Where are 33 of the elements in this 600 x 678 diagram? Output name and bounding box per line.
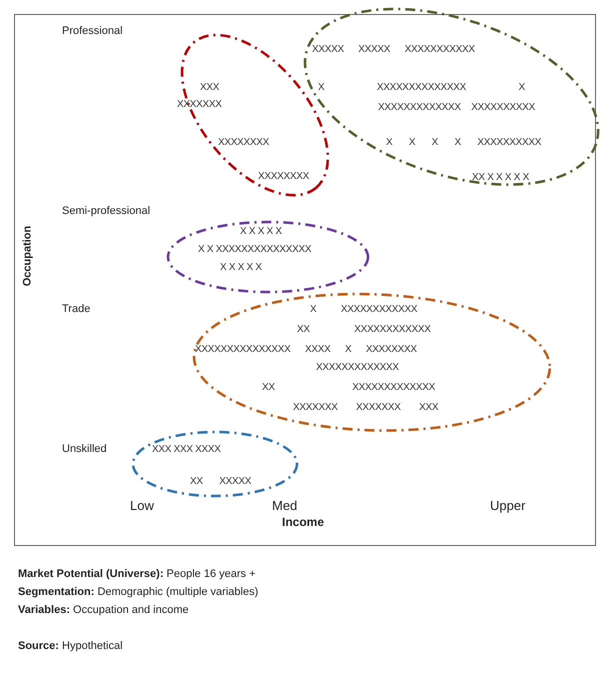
note-text: Variables: Occupation and income — [18, 604, 189, 616]
note-text: Market Potential (Universe): People 16 years + — [18, 568, 256, 580]
data-marks: XXX XXX XXXX — [152, 444, 221, 456]
data-marks: XXX — [200, 82, 220, 94]
data-marks: X XXXXXXXXXXXXXX X — [318, 82, 525, 94]
data-marks: XXXXXXXX — [218, 136, 269, 149]
data-marks: XX XXXXXXXXXXXXX — [262, 382, 436, 394]
axis-category: Upper — [490, 498, 526, 513]
axis-title: Occupation — [21, 226, 34, 286]
axis-category: Unskilled — [62, 443, 107, 455]
data-marks: X X X X X — [220, 262, 262, 274]
data-marks: XX X X X X X — [472, 172, 529, 184]
data-marks: XXXXXXXXXXXXXXX XXXX X XXXXXXXX — [194, 344, 417, 356]
data-marks: XXXXXXXXXXXXX XXXXXXXXXX — [378, 102, 535, 114]
data-marks: XX XXXXXXXXXXXX — [296, 324, 431, 336]
data-marks: XXXXXXXX — [258, 170, 309, 183]
axis-category: Med — [272, 498, 298, 513]
axis-category: Semi-professional — [62, 205, 150, 217]
data-marks: XXXXXXX — [177, 98, 222, 111]
data-marks: XXXXXXX XXXXXXX XXX — [292, 402, 438, 414]
data-marks: XXXXXXXXXXXXX — [316, 362, 399, 374]
note-text: Segmentation: Demographic (multiple variables) — [18, 586, 258, 598]
data-marks: X X XXXXXXXXXXXXXXX — [198, 244, 312, 256]
axis-category: Trade — [62, 303, 90, 315]
data-marks: XX XXXXX — [190, 476, 252, 488]
data-marks: X X X X X — [240, 226, 282, 238]
axis-title: Income — [282, 515, 324, 529]
data-marks: XXXXX XXXXX XXXXXXXXXXX — [312, 44, 475, 56]
axis-category: Low — [130, 498, 154, 513]
note-text: Source: Hypothetical — [18, 640, 123, 652]
axis-category: Professional — [62, 25, 123, 37]
data-marks: X XXXXXXXXXXXX — [310, 304, 418, 316]
data-marks: X X X X XXXXXXXXXX — [386, 136, 542, 149]
